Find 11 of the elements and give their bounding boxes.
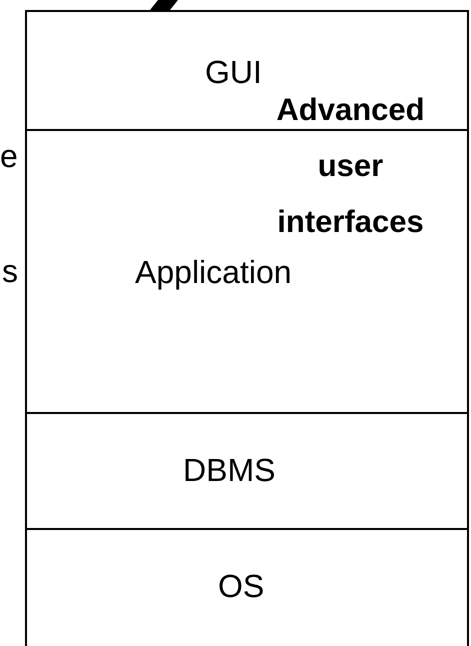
layer-band [25, 412, 469, 530]
layer-label: DBMS [183, 454, 276, 486]
layer-band [25, 129, 469, 414]
layer-label: GUI [205, 56, 262, 88]
cut-off-text: e [0, 140, 18, 172]
layer-label: Application [135, 256, 292, 288]
cut-off-text: s [2, 255, 18, 287]
annotation-text: Advanced user interfaces [275, 91, 426, 241]
layer-band [25, 528, 469, 646]
layer-label: OS [218, 570, 264, 602]
layer-band [25, 10, 469, 131]
